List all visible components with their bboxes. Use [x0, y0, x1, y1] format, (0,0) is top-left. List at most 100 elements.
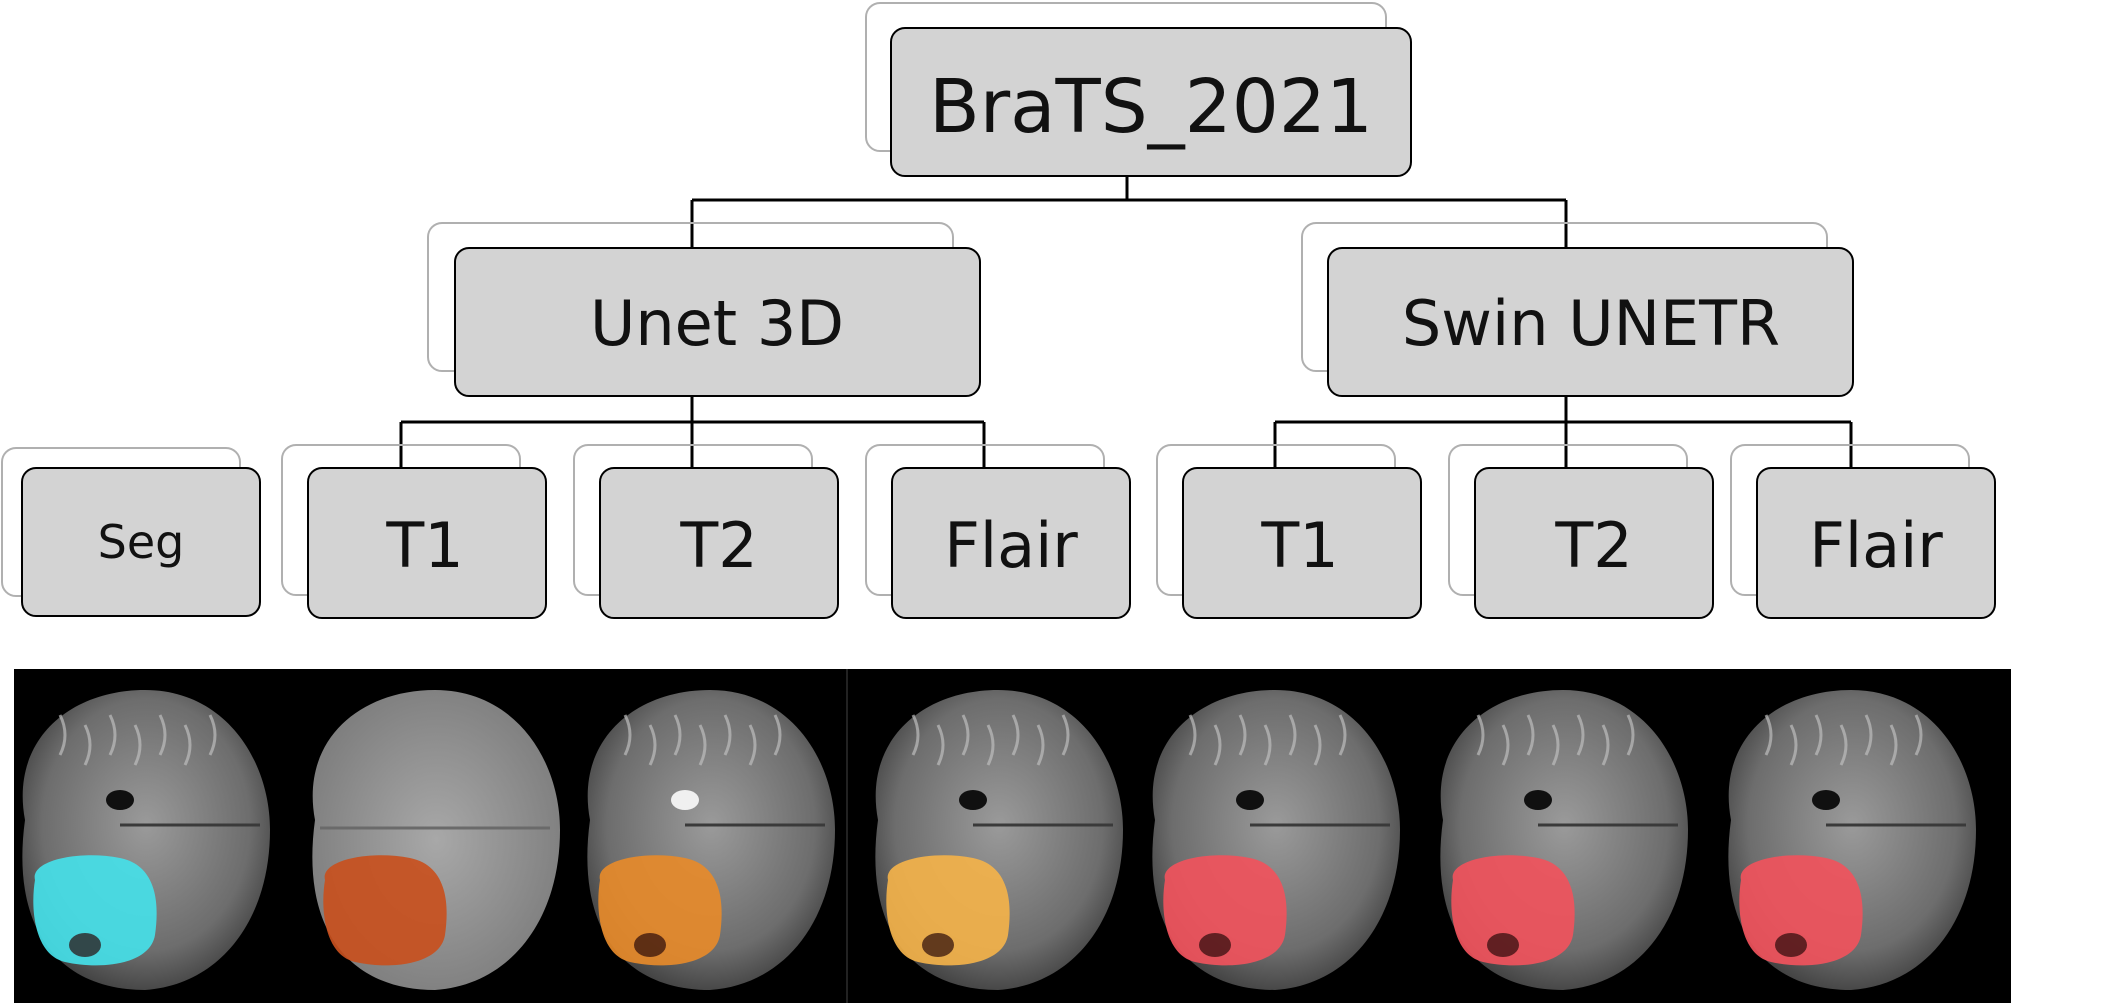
tumor-overlay [1739, 855, 1863, 966]
necrotic-core-mark [634, 933, 666, 957]
modality-node-unet-t2: T2 [573, 444, 839, 619]
gyrus-stroke [158, 714, 167, 756]
gyrus-stroke [1839, 724, 1848, 766]
necrotic-core-mark [69, 933, 101, 957]
modality-node-swin-t2: T2 [1448, 444, 1714, 619]
modality-node-swin-t2-box [1474, 467, 1714, 619]
ventricle-mark [1812, 790, 1840, 810]
gyrus-stroke [1814, 714, 1823, 756]
ventricle-mark [1524, 790, 1552, 810]
modality-node-unet-t1-label: T1 [385, 509, 463, 582]
model-node-swin-unetr-label: Swin UNETR [1402, 287, 1780, 360]
necrotic-core-mark [922, 933, 954, 957]
mri-slice-6 [1440, 690, 1688, 990]
necrotic-core-mark [1199, 933, 1231, 957]
modality-node-swin-t1-box [1182, 467, 1422, 619]
gyrus-stroke [1263, 724, 1272, 766]
gyrus-stroke [83, 724, 92, 766]
gyrus-stroke [911, 714, 920, 756]
modality-node-unet-seg-box [21, 467, 261, 617]
gyrus-stroke [1626, 714, 1635, 756]
gyrus-stroke [1914, 714, 1923, 756]
gyrus-stroke [1864, 714, 1873, 756]
tumor-overlay [323, 855, 447, 966]
modality-node-unet-flair-label: Flair [944, 509, 1078, 582]
mri-slice-3 [587, 690, 835, 990]
gyrus-stroke [1188, 714, 1197, 756]
model-node-unet-3d-box [454, 247, 981, 397]
gyrus-stroke [1338, 714, 1347, 756]
tumor-overlay [1163, 855, 1287, 966]
modality-node-swin-t1-label: T1 [1260, 509, 1338, 582]
ventricle-mark [1236, 790, 1264, 810]
gyrus-stroke [961, 714, 970, 756]
modality-node-unet-t2-label: T2 [679, 509, 757, 582]
gyrus-stroke [183, 724, 192, 766]
gyrus-stroke [208, 714, 217, 756]
gyrus-stroke [1476, 714, 1485, 756]
gyrus-stroke [1889, 724, 1898, 766]
tumor-overlay [598, 855, 722, 966]
root-node-box [890, 27, 1412, 177]
gyrus-stroke [698, 724, 707, 766]
model-node-swin-unetr: Swin UNETR [1301, 222, 1854, 397]
gyrus-stroke [623, 714, 632, 756]
necrotic-core-mark [1775, 933, 1807, 957]
gyrus-stroke [1601, 724, 1610, 766]
modality-node-swin-flair: Flair [1730, 444, 1996, 619]
gyrus-stroke [1789, 724, 1798, 766]
modality-node-swin-t1: T1 [1156, 444, 1422, 619]
necrotic-core-mark [1487, 933, 1519, 957]
mri-slice-4 [875, 690, 1123, 990]
gyrus-stroke [1238, 714, 1247, 756]
modality-node-unet-flair-box [891, 467, 1131, 619]
gyrus-stroke [1288, 714, 1297, 756]
model-node-unet-3d: Unet 3D [427, 222, 981, 397]
modality-node-unet-flair: Flair [865, 444, 1131, 619]
ventricle-mark [671, 790, 699, 810]
tumor-overlay [886, 855, 1010, 966]
mri-image-strip [14, 669, 2011, 1003]
mri-slice-7 [1728, 690, 1976, 990]
gyrus-stroke [723, 714, 732, 756]
model-node-swin-unetr-box [1327, 247, 1854, 397]
modality-node-swin-t2-label: T2 [1554, 509, 1632, 582]
root-node: BraTS_2021 [865, 2, 1412, 177]
gyrus-stroke [1036, 724, 1045, 766]
mri-slice-5 [1152, 690, 1400, 990]
modality-node-unet-t1: T1 [281, 444, 547, 619]
gyrus-stroke [1526, 714, 1535, 756]
tumor-overlay [1451, 855, 1575, 966]
gyrus-stroke [1551, 724, 1560, 766]
ventricle-mark [959, 790, 987, 810]
modality-node-swin-flair-label: Flair [1809, 509, 1943, 582]
gyrus-stroke [58, 714, 67, 756]
gyrus-stroke [133, 724, 142, 766]
gyrus-stroke [1313, 724, 1322, 766]
modality-node-unet-seg-label: Seg [98, 515, 185, 569]
mri-slice-2 [312, 690, 560, 990]
root-node-label: BraTS_2021 [929, 64, 1373, 150]
gyrus-stroke [108, 714, 117, 756]
gyrus-stroke [1501, 724, 1510, 766]
gyrus-stroke [1764, 714, 1773, 756]
modality-node-unet-seg: Seg [1, 447, 261, 617]
tumor-overlay [33, 855, 157, 966]
modality-node-swin-flair-box [1756, 467, 1996, 619]
gyrus-stroke [986, 724, 995, 766]
gyrus-stroke [748, 724, 757, 766]
modality-node-unet-t2-box [599, 467, 839, 619]
mri-slice-1 [22, 690, 271, 990]
gyrus-stroke [1061, 714, 1070, 756]
gyrus-stroke [1011, 714, 1020, 756]
modality-node-unet-t1-box [307, 467, 547, 619]
gyrus-stroke [673, 714, 682, 756]
gyrus-stroke [773, 714, 782, 756]
gyrus-stroke [648, 724, 657, 766]
model-node-unet-3d-label: Unet 3D [590, 287, 844, 360]
gyrus-stroke [1213, 724, 1222, 766]
gyrus-stroke [936, 724, 945, 766]
gyrus-stroke [1576, 714, 1585, 756]
ventricle-mark [106, 790, 134, 810]
